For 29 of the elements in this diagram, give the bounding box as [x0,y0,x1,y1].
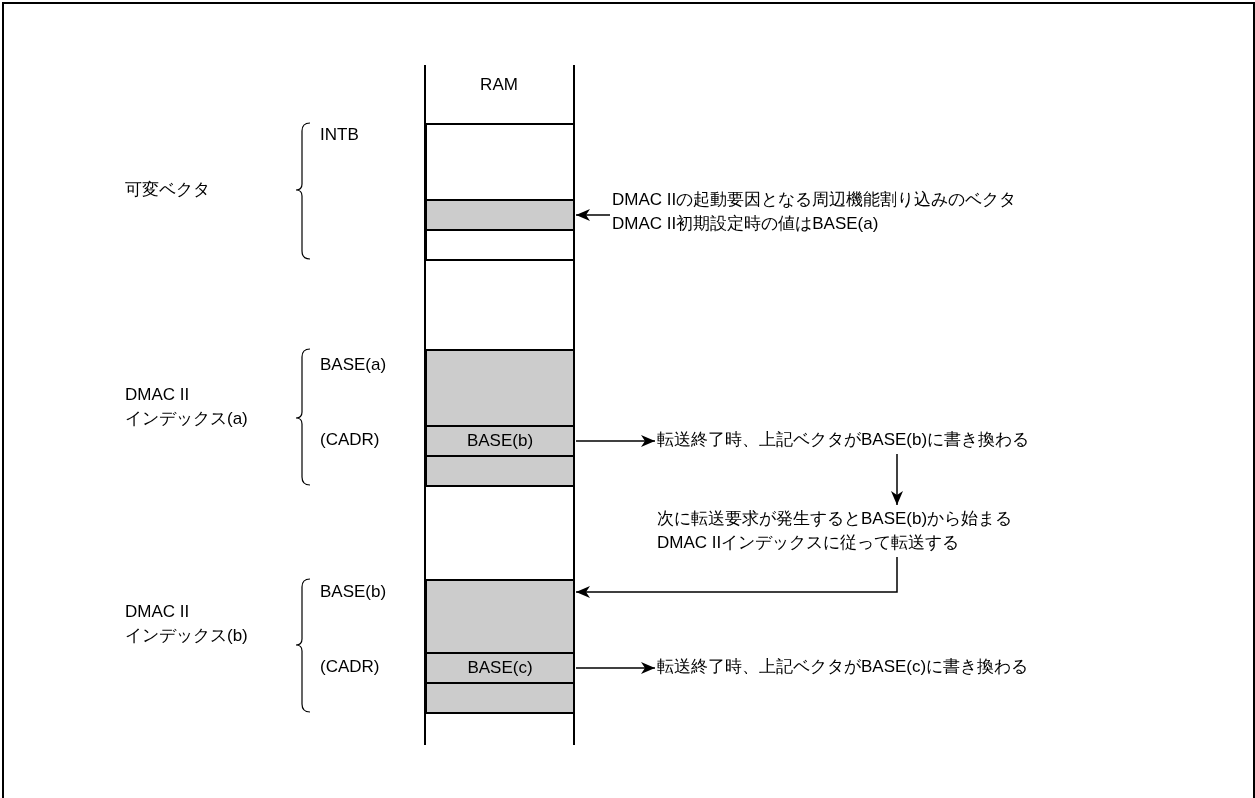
memory-cell: BASE(c) [425,652,575,684]
arrow [575,662,656,674]
group-label: DMAC II インデックス(a) [125,384,249,430]
memory-cell [425,123,575,201]
note-text: DMAC IIの起動要因となる周辺機能割り込みのベクタ [612,189,1017,211]
arrow [575,209,611,221]
row-label: BASE(b) [320,581,387,603]
group-label: DMAC II インデックス(b) [125,601,249,647]
memory-cell [425,349,575,427]
column-header: RAM [479,74,519,96]
note-text: 転送終了時、上記ベクタがBASE(c)に書き換わる [657,655,1029,679]
arrow [891,453,903,506]
row-label: (CADR) [320,429,380,451]
memory-cell: BASE(b) [425,425,575,457]
memory-cell [425,579,575,654]
note-text: 転送終了時、上記ベクタがBASE(b)に書き換わる [657,428,1030,452]
arrow [575,435,656,447]
memory-cell [425,455,575,487]
memory-cell [425,199,575,231]
memory-cell [425,229,575,261]
note-text: DMAC II初期設定時の値はBASE(a) [612,213,880,235]
row-label: BASE(a) [320,354,387,376]
memory-cell [425,682,575,714]
group-label: 可変ベクタ [125,179,210,201]
row-label: INTB [320,124,359,146]
arrow [575,556,898,598]
note-text: DMAC IIインデックスに従って転送する [657,532,961,554]
row-label: (CADR) [320,656,380,678]
note-text: 次に転送要求が発生するとBASE(b)から始まる [657,508,1013,530]
